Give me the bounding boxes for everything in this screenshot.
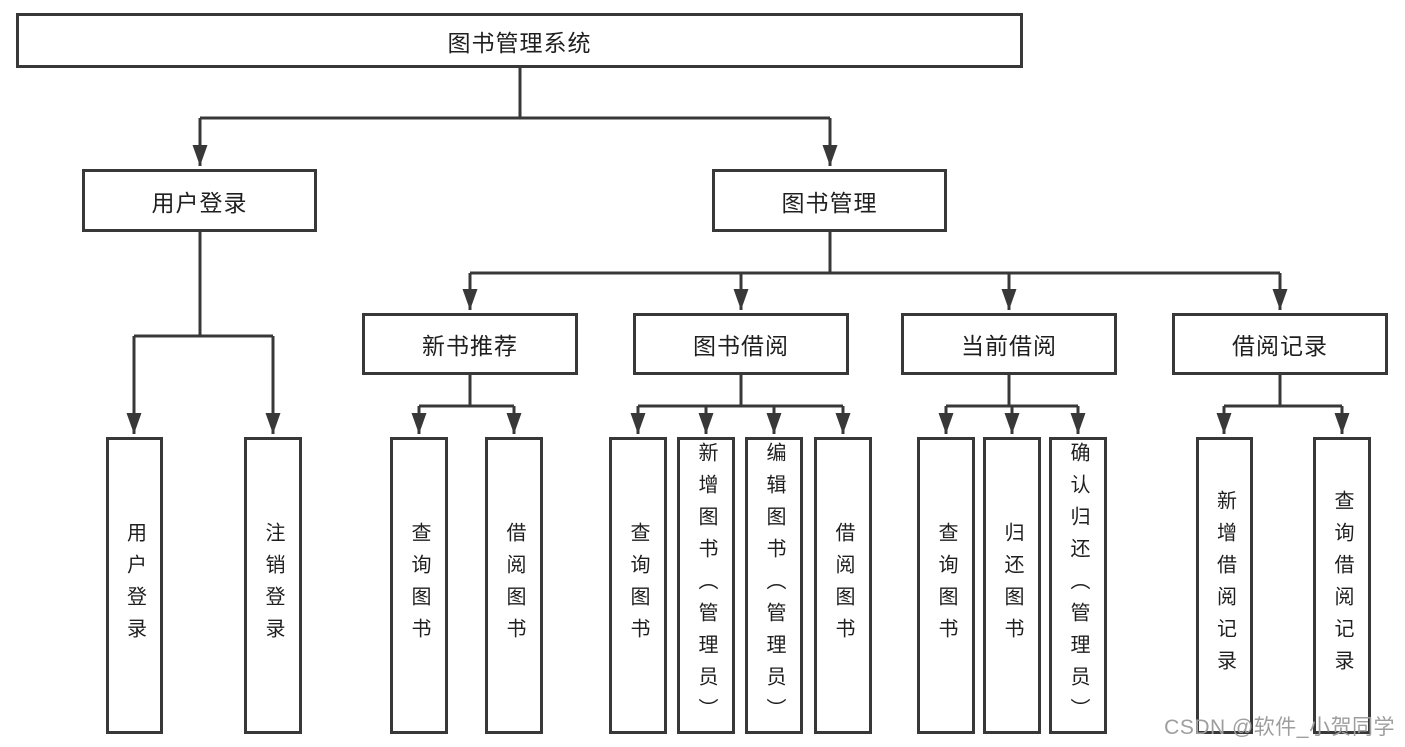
node-leaf-return-books-label: 归还图书 — [1001, 521, 1023, 650]
node-leaf-query-books-3-label: 查询图书 — [935, 521, 957, 650]
node-book-borrowing: 图书借阅 — [633, 313, 849, 375]
node-leaf-add-borrow-record-label: 新增借阅记录 — [1213, 489, 1236, 682]
node-current-borrowing: 当前借阅 — [901, 313, 1117, 375]
node-leaf-query-books-1: 查询图书 — [390, 437, 448, 734]
node-leaf-logout-login-label: 注销登录 — [262, 521, 284, 650]
node-leaf-confirm-return-admin-label: 确认归还（管理员） — [1067, 441, 1089, 730]
node-leaf-user-login-label: 用户登录 — [123, 521, 146, 650]
node-leaf-logout-login: 注销登录 — [244, 437, 302, 734]
node-leaf-query-books-1-label: 查询图书 — [408, 521, 430, 650]
csdn-watermark: CSDN @软件_小贺同学 — [1164, 716, 1395, 739]
node-borrowing-records: 借阅记录 — [1172, 313, 1388, 375]
connector-new-book-rail — [419, 375, 514, 408]
node-leaf-query-books-2-label: 查询图书 — [627, 521, 649, 650]
connector-root-rail — [200, 68, 830, 120]
connector-borrowing-records-rail — [1224, 375, 1342, 408]
connector-user-login-rail — [134, 232, 273, 338]
node-leaf-add-books-admin-label: 新增图书（管理员） — [695, 441, 717, 730]
connector-current-borrowing-rail — [946, 375, 1078, 408]
node-book-borrowing-label: 图书借阅 — [693, 333, 789, 359]
node-new-book-recommend: 新书推荐 — [362, 313, 578, 375]
node-borrowing-records-label: 借阅记录 — [1232, 333, 1328, 359]
node-leaf-query-books-2: 查询图书 — [609, 437, 667, 734]
node-current-borrowing-label: 当前借阅 — [961, 333, 1057, 359]
node-root: 图书管理系统 — [16, 13, 1023, 68]
node-leaf-add-borrow-record: 新增借阅记录 — [1196, 437, 1253, 734]
node-leaf-edit-books-admin-label: 编辑图书（管理员） — [763, 441, 785, 730]
node-leaf-borrow-books-1: 借阅图书 — [485, 437, 543, 734]
connector-book-borrowing-rail — [638, 375, 843, 408]
node-leaf-query-borrow-record-label: 查询借阅记录 — [1331, 489, 1353, 682]
node-root-label: 图书管理系统 — [447, 29, 592, 56]
node-leaf-return-books: 归还图书 — [983, 437, 1041, 734]
node-leaf-user-login: 用户登录 — [106, 437, 163, 734]
connector-book-management-rail — [470, 232, 1280, 275]
node-leaf-confirm-return-admin: 确认归还（管理员） — [1049, 437, 1107, 734]
node-book-management-label: 图书管理 — [781, 189, 878, 216]
node-leaf-borrow-books-2-label: 借阅图书 — [832, 521, 854, 650]
node-user-login-label: 用户登录 — [151, 189, 248, 216]
node-leaf-query-borrow-record: 查询借阅记录 — [1313, 437, 1371, 734]
node-leaf-borrow-books-2: 借阅图书 — [814, 437, 872, 734]
node-new-book-recommend-label: 新书推荐 — [422, 333, 518, 359]
node-leaf-add-books-admin: 新增图书（管理员） — [677, 437, 735, 734]
node-leaf-edit-books-admin: 编辑图书（管理员） — [745, 437, 803, 734]
node-leaf-borrow-books-1-label: 借阅图书 — [503, 521, 525, 650]
node-user-login: 用户登录 — [82, 169, 317, 232]
node-book-management: 图书管理 — [712, 169, 947, 232]
node-leaf-query-books-3: 查询图书 — [917, 437, 975, 734]
